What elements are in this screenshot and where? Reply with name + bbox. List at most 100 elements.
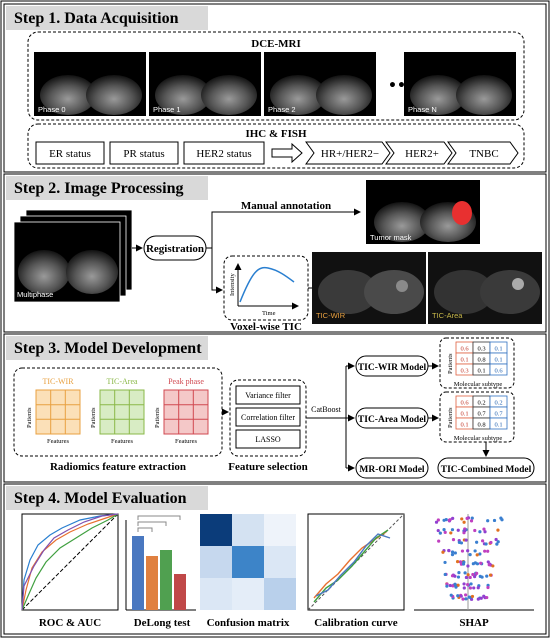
step2-section: Step 2. Image Processing Multiphase Regi… xyxy=(3,173,547,333)
shap-point xyxy=(494,537,498,542)
shap-point xyxy=(443,530,447,534)
shap-point xyxy=(441,550,445,554)
shap-point xyxy=(486,585,490,590)
shap-point xyxy=(466,573,470,577)
molecular-subtype-label: Molecular subtype xyxy=(454,435,503,442)
matrix-value: 0.7 xyxy=(494,411,503,418)
shap-point xyxy=(464,575,468,580)
shap-point xyxy=(483,530,487,534)
shap-point xyxy=(495,542,499,546)
hollow-arrow xyxy=(271,142,303,164)
matrix-value: 0.1 xyxy=(477,368,485,375)
shap-point xyxy=(470,516,474,520)
feature-grid-wir: TIC-WIR Patients Features xyxy=(26,377,81,445)
matrix-value: 0.3 xyxy=(460,368,468,375)
shap-point xyxy=(436,528,440,533)
shap-point xyxy=(451,584,455,588)
patients-label: Patients xyxy=(447,407,454,428)
shap-point xyxy=(464,593,468,597)
shap-point xyxy=(471,562,475,566)
shap-point xyxy=(473,528,477,533)
shap-point xyxy=(436,518,440,522)
shap-point xyxy=(473,549,477,553)
step2-title: Step 2. Image Processing xyxy=(14,180,183,197)
shap-point xyxy=(443,572,447,577)
shap-point xyxy=(484,542,488,546)
phase-label: Phase 2 xyxy=(268,105,296,114)
shap-point xyxy=(451,516,455,520)
shap-point xyxy=(457,571,461,575)
shap-point xyxy=(468,553,472,557)
shap-point xyxy=(475,571,479,575)
shap-point xyxy=(450,574,455,578)
step3-header xyxy=(6,336,208,360)
patients-label: Patients xyxy=(154,407,161,428)
shap-point xyxy=(450,550,455,554)
shap-point xyxy=(462,582,466,586)
shap-point xyxy=(442,528,446,532)
subtype-tnbc: TNBC xyxy=(469,148,498,160)
shap-point xyxy=(482,594,486,598)
panel-label-shap: SHAP xyxy=(459,617,489,629)
shap-point xyxy=(453,574,457,578)
er-status: ER status xyxy=(49,148,91,160)
filter-correlation: Correlation filter xyxy=(241,413,295,422)
matrix-value: 0.6 xyxy=(460,346,469,353)
shap-point xyxy=(468,575,472,580)
shap-point xyxy=(479,561,483,565)
shap-point xyxy=(488,573,493,577)
panel-label-confusion: Confusion matrix xyxy=(207,617,290,629)
shap-point xyxy=(456,575,461,579)
tic-wir-map-label: TIC-WIR xyxy=(316,311,346,320)
patients-label: Patients xyxy=(447,353,454,374)
ihc-frame xyxy=(27,123,525,169)
step3-section: Step 3. Model Development TIC-WIR Patien… xyxy=(3,333,547,483)
tic-area-map-label: TIC-Area xyxy=(432,311,463,320)
calibration-panel: Calibration curve xyxy=(307,513,405,629)
shap-point xyxy=(496,528,500,532)
shap-point xyxy=(448,583,452,588)
manual-annotation-label: Manual annotation xyxy=(241,200,331,212)
shap-point xyxy=(478,530,482,534)
phase-label: Phase 0 xyxy=(38,105,66,114)
shap-point xyxy=(482,527,486,531)
subtype-hr: HR+/HER2− xyxy=(321,148,379,160)
matrix-value: 0.1 xyxy=(460,357,468,364)
shap-point xyxy=(472,586,476,590)
matrix-value: 0.1 xyxy=(494,346,502,353)
shap-point xyxy=(476,597,480,601)
filter-lasso: LASSO xyxy=(255,435,281,444)
voxel-tic-label: Voxel-wise TIC xyxy=(230,321,302,333)
shap-point xyxy=(464,538,468,542)
shap-point xyxy=(455,560,460,564)
multiphase-label: Multiphase xyxy=(17,290,53,299)
feature-selection-label: Feature selection xyxy=(228,461,308,473)
shap-point xyxy=(470,594,475,599)
dce-mri-frame xyxy=(27,31,525,121)
phase-label: Phase N xyxy=(408,105,437,114)
shap-point xyxy=(449,531,453,535)
radiomics-label: Radiomics feature extraction xyxy=(50,461,186,473)
roc-panel: ROC & AUC xyxy=(21,513,119,629)
shap-point xyxy=(468,586,472,590)
shap-point xyxy=(469,519,474,523)
dce-mri-label: DCE-MRI xyxy=(251,38,301,50)
shap-point xyxy=(461,597,465,601)
shap-point xyxy=(443,560,447,565)
matrix-value: 0.6 xyxy=(494,368,503,375)
feature-grid-area: TIC-Area Patients Features xyxy=(90,377,145,445)
molecular-subtype-label: Molecular subtype xyxy=(454,381,503,388)
shap-point xyxy=(463,529,467,533)
matrix-value: 0.2 xyxy=(494,400,502,407)
tumor-mask-image: Tumor mask xyxy=(366,180,480,244)
shap-point xyxy=(447,548,451,553)
shap-point xyxy=(478,574,482,579)
patients-label: Patients xyxy=(90,407,97,428)
phase-label: Phase 1 xyxy=(153,105,181,114)
grid-label: TIC-Area xyxy=(106,377,138,386)
step1-title: Step 1. Data Acquisition xyxy=(14,10,179,27)
shap-point xyxy=(460,517,464,521)
shap-point xyxy=(437,539,441,543)
